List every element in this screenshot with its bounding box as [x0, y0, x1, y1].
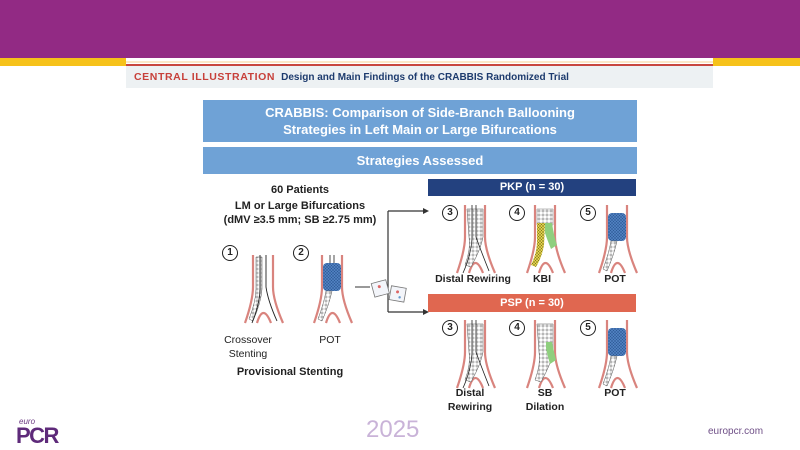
- distal-rewiring-icon: [455, 318, 497, 390]
- step-number-2: 2: [293, 245, 309, 261]
- step-label: POT: [604, 273, 626, 285]
- pot-balloon-icon: [597, 318, 639, 390]
- population-criteria: (dMV ≥3.5 mm; SB ≥2.75 mm): [223, 214, 377, 226]
- step-number-4: 4: [509, 320, 525, 336]
- arm-header-pkp: PKP (n = 30): [428, 179, 636, 196]
- header-band: [0, 0, 800, 58]
- logo-euro-text: euro: [19, 417, 36, 426]
- step-number-5: 5: [580, 205, 596, 221]
- trial-title-line2: Strategies in Left Main or Large Bifurca…: [283, 122, 557, 137]
- population-desc: LM or Large Bifurcations: [234, 200, 366, 212]
- step-label: POT: [604, 387, 626, 399]
- crossover-stent-icon: [243, 253, 285, 325]
- patient-count: 60 Patients: [270, 184, 330, 196]
- step-number-5: 5: [580, 320, 596, 336]
- divider: [126, 64, 713, 66]
- dice-icon: [370, 279, 407, 303]
- step-number-3: 3: [442, 205, 458, 221]
- step-number-3: 3: [442, 320, 458, 336]
- kissing-balloon-icon: [525, 203, 567, 275]
- provisional-stenting-label: Provisional Stenting: [236, 366, 344, 378]
- trial-title: CRABBIS: Comparison of Side-Branch Ballo…: [203, 100, 637, 142]
- year-label: 2025: [366, 416, 420, 443]
- illustration-tag: CENTRAL ILLUSTRATION: [134, 71, 276, 83]
- step-label: Crossover Stenting: [224, 334, 272, 360]
- section-heading: Strategies Assessed: [203, 147, 637, 174]
- pot-balloon-icon: [597, 203, 639, 275]
- step-number-4: 4: [509, 205, 525, 221]
- distal-rewiring-icon: [455, 203, 497, 275]
- step-label: Distal Rewiring: [435, 273, 511, 285]
- step-label: KBI: [532, 273, 552, 285]
- step-label: SB Dilation: [525, 387, 565, 413]
- website-link[interactable]: europcr.com: [708, 426, 764, 437]
- trial-title-line1: CRABBIS: Comparison of Side-Branch Ballo…: [265, 105, 575, 120]
- step-number-1: 1: [222, 245, 238, 261]
- step-label: POT: [319, 334, 341, 346]
- europcr-logo: PCR: [16, 423, 59, 448]
- randomization-arrows: [355, 208, 429, 315]
- illustration-header: CENTRAL ILLUSTRATION Design and Main Fin…: [126, 66, 713, 88]
- sb-dilation-icon: [525, 318, 567, 390]
- step-label: Distal Rewiring: [447, 387, 493, 413]
- illustration-subtitle: Design and Main Findings of the CRABBIS …: [281, 71, 569, 83]
- pot-balloon-icon: [312, 253, 354, 325]
- arm-header-psp: PSP (n = 30): [428, 294, 636, 312]
- divider: [126, 61, 713, 63]
